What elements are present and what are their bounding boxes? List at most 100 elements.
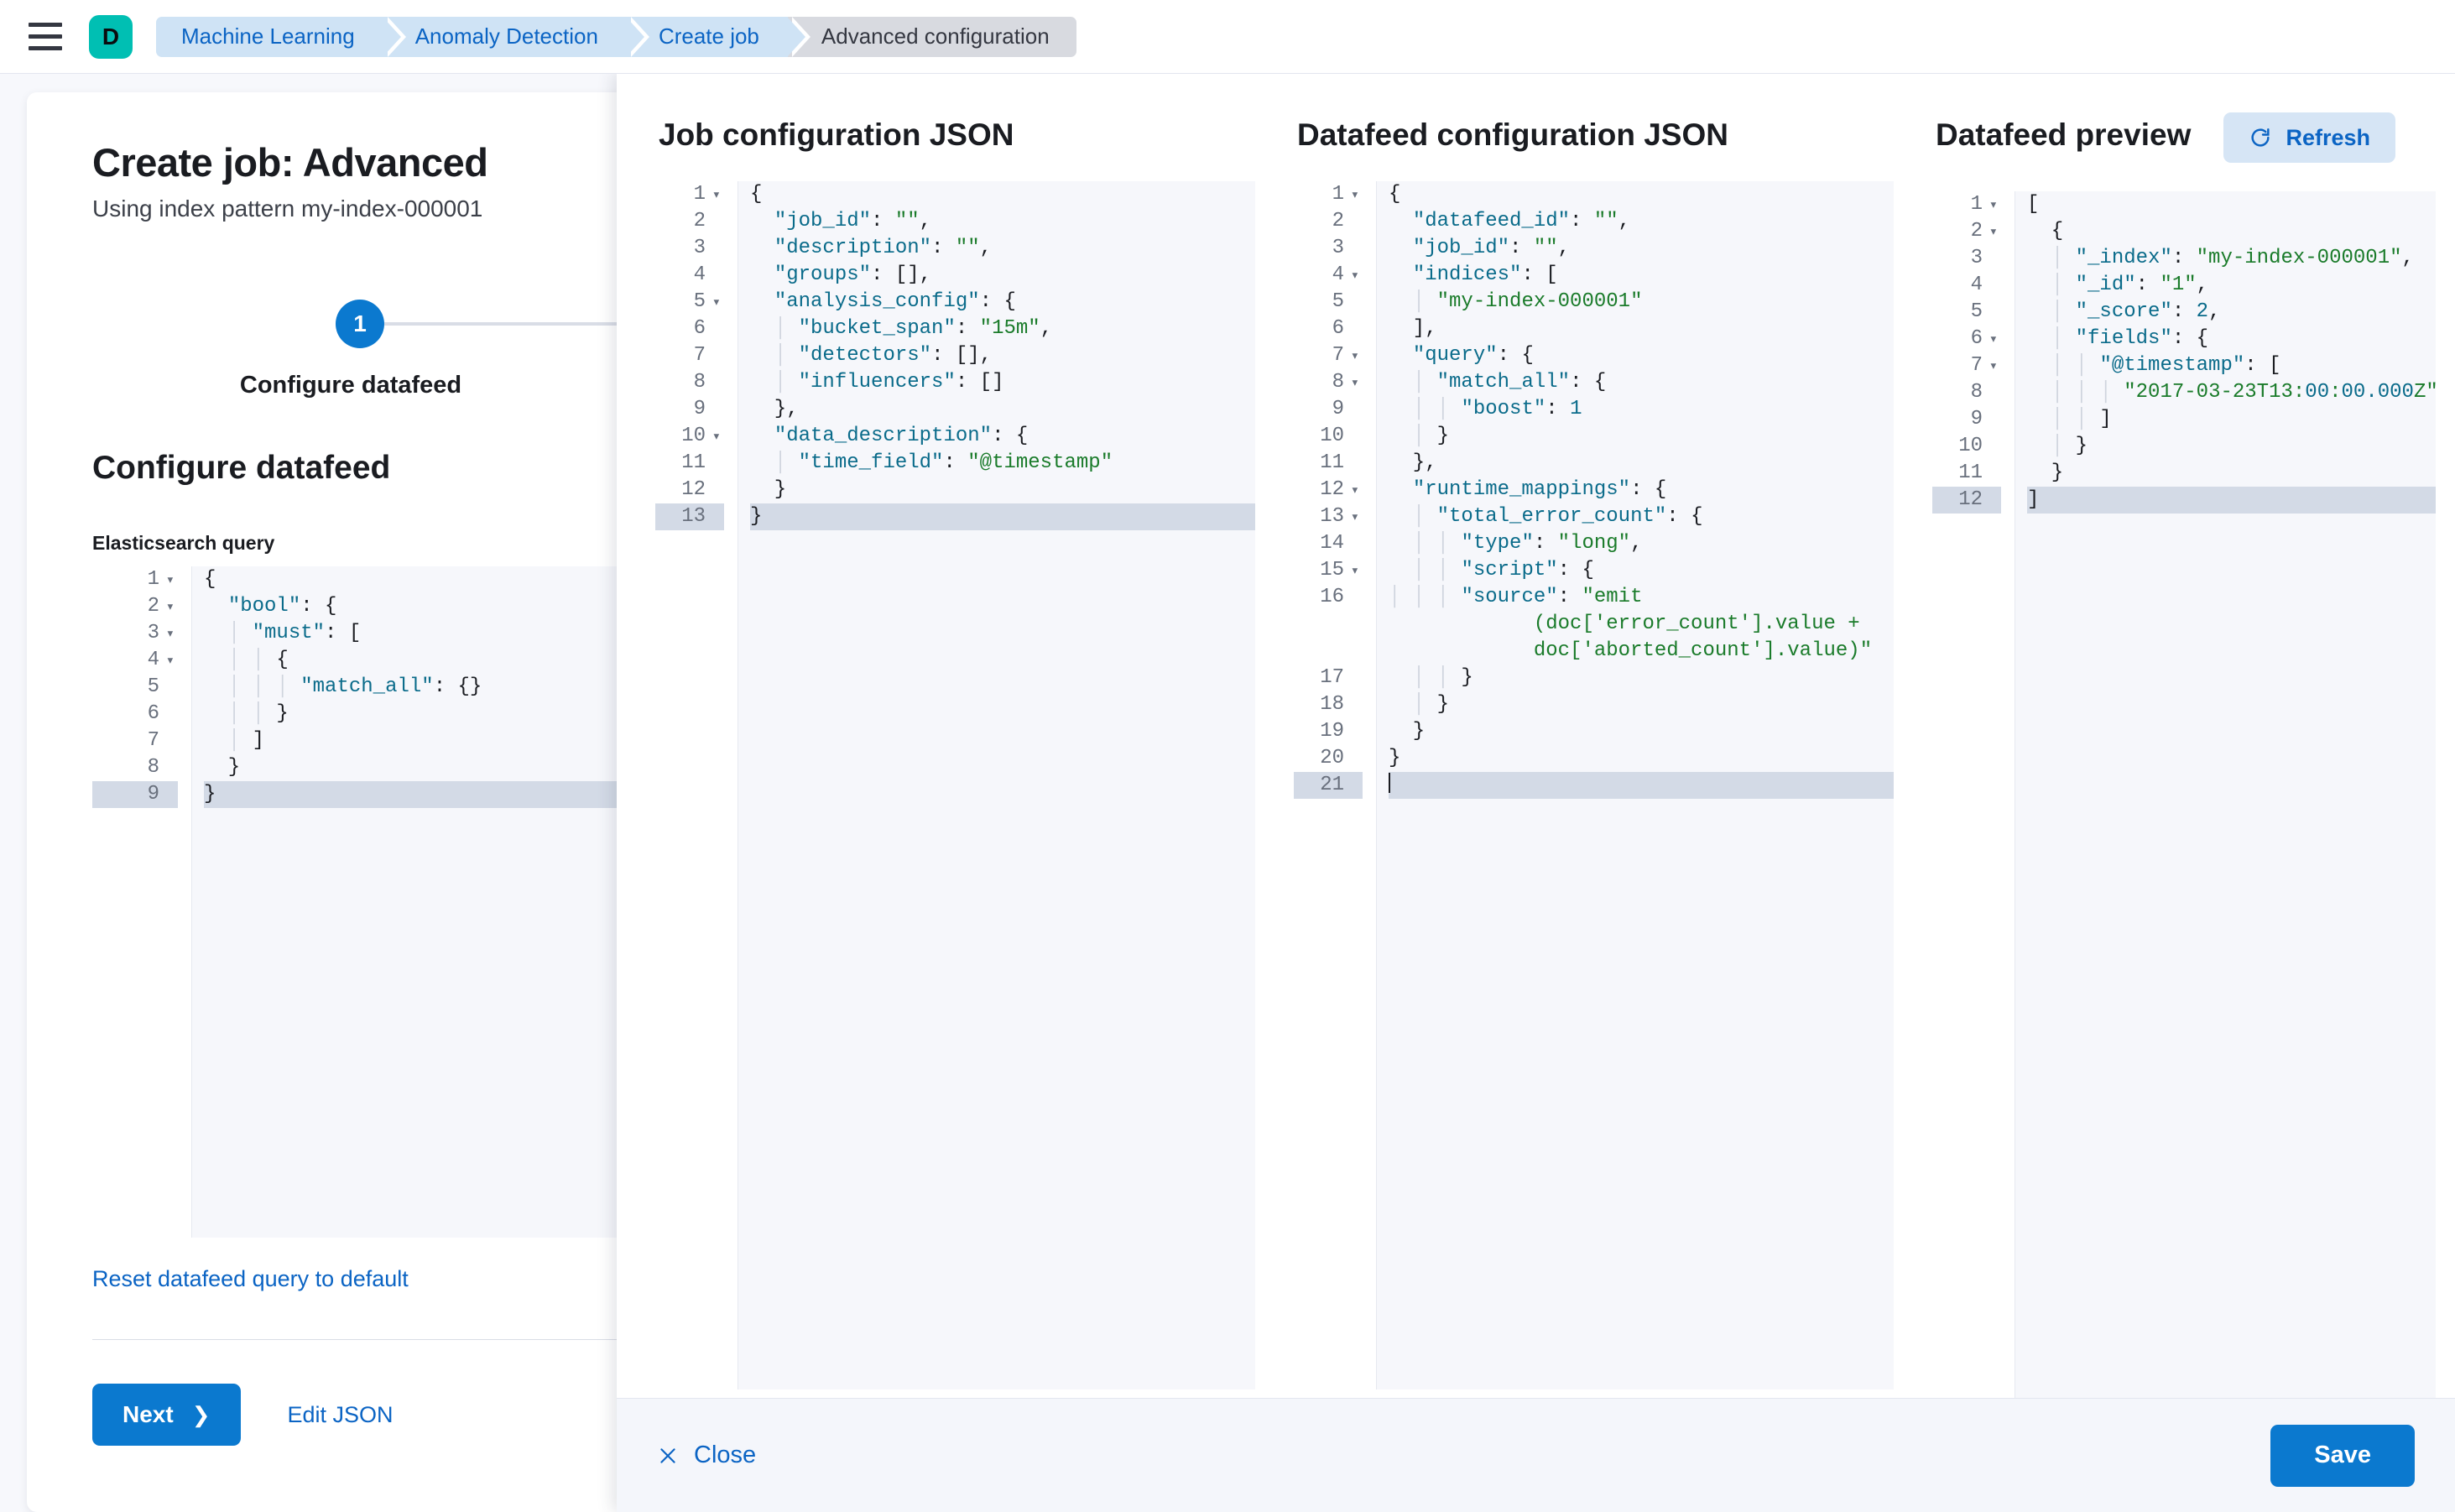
chevron-right-icon: ❯ [191, 1401, 211, 1427]
line-number: 9 [693, 398, 706, 420]
editor-code-area[interactable]: [ { │ "_index": "my-index-000001", │ "_i… [2015, 191, 2436, 1398]
refresh-icon [2251, 128, 2270, 147]
line-number: 1▾ [693, 183, 721, 206]
line-number: 11 [681, 451, 706, 474]
app-logo[interactable]: D [89, 14, 133, 59]
code-line: ] [2027, 487, 2436, 514]
reset-datafeed-query-link[interactable]: Reset datafeed query to default [92, 1266, 409, 1291]
code-line: "groups": [], [774, 263, 932, 286]
line-number: 10 [1958, 435, 1983, 457]
datafeed-preview-header: Datafeed preview Refresh [1932, 112, 2436, 163]
code-line: { [2027, 220, 2064, 242]
editor-code-area[interactable]: { "job_id": "", "description": "", "grou… [738, 181, 1255, 1389]
stepper-step-1-label: Configure datafeed [239, 372, 462, 399]
line-number: 7 [693, 344, 706, 367]
code-line: ], [1389, 317, 1437, 340]
close-button[interactable]: Close [657, 1442, 756, 1469]
code-line: "indices": [ [1412, 263, 1558, 286]
line-number: 12 [681, 478, 706, 501]
code-line: "job_id": "", [1412, 237, 1571, 259]
flyout-footer: Close Save [617, 1398, 2455, 1512]
code-line: │ │ "@timestamp": [ [2051, 354, 2281, 377]
breadcrumb-item-machine-learning[interactable]: Machine Learning [156, 16, 406, 57]
section-title: Configure datafeed [92, 450, 391, 486]
editor-code-area[interactable]: { "datafeed_id": "", "job_id": "", "indi… [1376, 181, 1894, 1389]
line-number: 5 [147, 675, 159, 698]
line-number: 3 [1332, 237, 1344, 259]
breadcrumb-item-advanced-configuration[interactable]: Advanced configuration [787, 16, 1076, 57]
next-button[interactable]: Next ❯ [92, 1384, 241, 1446]
code-line: │ } [2051, 435, 2088, 457]
line-number: 4▾ [147, 649, 175, 671]
code-line: │ │ { [227, 649, 289, 671]
line-number: 5 [1970, 300, 1983, 323]
line-number: 4▾ [1332, 263, 1359, 286]
edit-json-link[interactable]: Edit JSON [287, 1401, 394, 1427]
code-line: "job_id": "", [774, 210, 932, 232]
code-line: │ │ │ "source": "emit (doc['error_count'… [1389, 586, 1873, 662]
line-number: 10▾ [681, 425, 721, 447]
code-line: │ "must": [ [227, 622, 362, 644]
code-line: │ "fields": { [2051, 327, 2209, 350]
line-number: 19 [1320, 720, 1344, 743]
line-number: 9 [1970, 408, 1983, 430]
code-line: } [204, 756, 241, 779]
line-number: 2 [693, 210, 706, 232]
line-number: 8▾ [1332, 371, 1359, 394]
code-line: │ "match_all": { [1412, 371, 1607, 394]
elasticsearch-query-label: Elasticsearch query [92, 532, 275, 554]
code-line: │ │ ] [2051, 408, 2112, 430]
job-configuration-title: Job configuration JSON [659, 117, 1014, 152]
refresh-button-label: Refresh [2286, 124, 2370, 150]
line-number: 2▾ [147, 595, 175, 618]
next-button-label: Next [122, 1401, 174, 1427]
line-number: 13 [655, 503, 724, 530]
hamburger-icon[interactable] [29, 22, 65, 52]
code-line: │ │ } [227, 702, 289, 725]
line-number: 6 [693, 317, 706, 340]
line-number: 18 [1320, 693, 1344, 716]
code-line: │ │ │ "match_all": {} [227, 675, 482, 698]
line-number: 3 [1970, 247, 1983, 269]
code-line: "description": "", [774, 237, 993, 259]
code-line: } [1389, 747, 1401, 769]
code-line: │ │ "script": { [1412, 559, 1594, 581]
code-line: "query": { [1412, 344, 1534, 367]
line-number: 12▾ [1320, 478, 1359, 501]
top-navigation-bar: D Machine Learning Anomaly Detection Cre… [0, 0, 2455, 74]
datafeed-configuration-title: Datafeed configuration JSON [1297, 117, 1728, 152]
code-line: "datafeed_id": "", [1412, 210, 1631, 232]
page-subtitle: Using index pattern my-index-000001 [92, 196, 483, 222]
code-line: │ │ } [1412, 666, 1473, 689]
stepper-step-1[interactable]: 1 [336, 300, 384, 348]
footer-divider [92, 1339, 961, 1340]
close-icon [660, 1447, 675, 1463]
line-number: 8 [147, 756, 159, 779]
close-button-label: Close [694, 1442, 757, 1468]
datafeed-preview-title: Datafeed preview [1936, 117, 2192, 152]
code-line: │ } [1412, 693, 1450, 716]
line-number: 9 [92, 781, 178, 808]
save-button[interactable]: Save [2270, 1424, 2415, 1487]
breadcrumb-item-anomaly-detection[interactable]: Anomaly Detection [383, 16, 650, 57]
line-number: 1▾ [1970, 193, 1998, 216]
page-title: Create job: Advanced [92, 140, 488, 185]
line-number: 6▾ [1970, 327, 1998, 350]
line-number: 13▾ [1320, 505, 1359, 528]
breadcrumb-item-create-job[interactable]: Create job [626, 16, 811, 57]
code-line: │ } [1412, 425, 1450, 447]
line-number: 2▾ [1970, 220, 1998, 242]
refresh-button[interactable]: Refresh [2223, 112, 2395, 163]
